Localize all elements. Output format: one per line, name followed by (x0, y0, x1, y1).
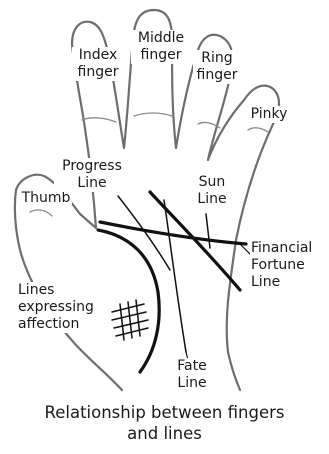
sun-line-label: Sun Line (188, 174, 236, 208)
caption-line-1: Relationship between fingers (0, 402, 329, 423)
middle-finger-label: Middle finger (131, 30, 191, 64)
index-crease (82, 118, 116, 122)
lines-expressing-affection-label: Lines expressing affection (17, 282, 107, 333)
progress-line-label: Progress Line (54, 158, 130, 192)
sun-line-mark (206, 214, 210, 248)
index-finger-label: Index finger (72, 47, 124, 81)
ring-finger-label: Ring finger (193, 50, 241, 84)
pinky-label: Pinky (244, 106, 294, 123)
fate-line-label: Fate Line (168, 358, 216, 392)
pinky-crease (248, 128, 268, 132)
life-line (98, 230, 159, 372)
affection-lines (112, 300, 148, 340)
head-line (100, 222, 246, 244)
diagram-caption: Relationship between fingers and lines (0, 402, 329, 444)
fate-line-mark (164, 200, 186, 352)
thumb-crease (30, 210, 52, 216)
financial-fortune-line-label: Financial Fortune Line (250, 240, 329, 291)
caption-line-2: and lines (0, 423, 329, 444)
middle-crease (134, 113, 172, 116)
thumb-label: Thumb (20, 190, 72, 207)
